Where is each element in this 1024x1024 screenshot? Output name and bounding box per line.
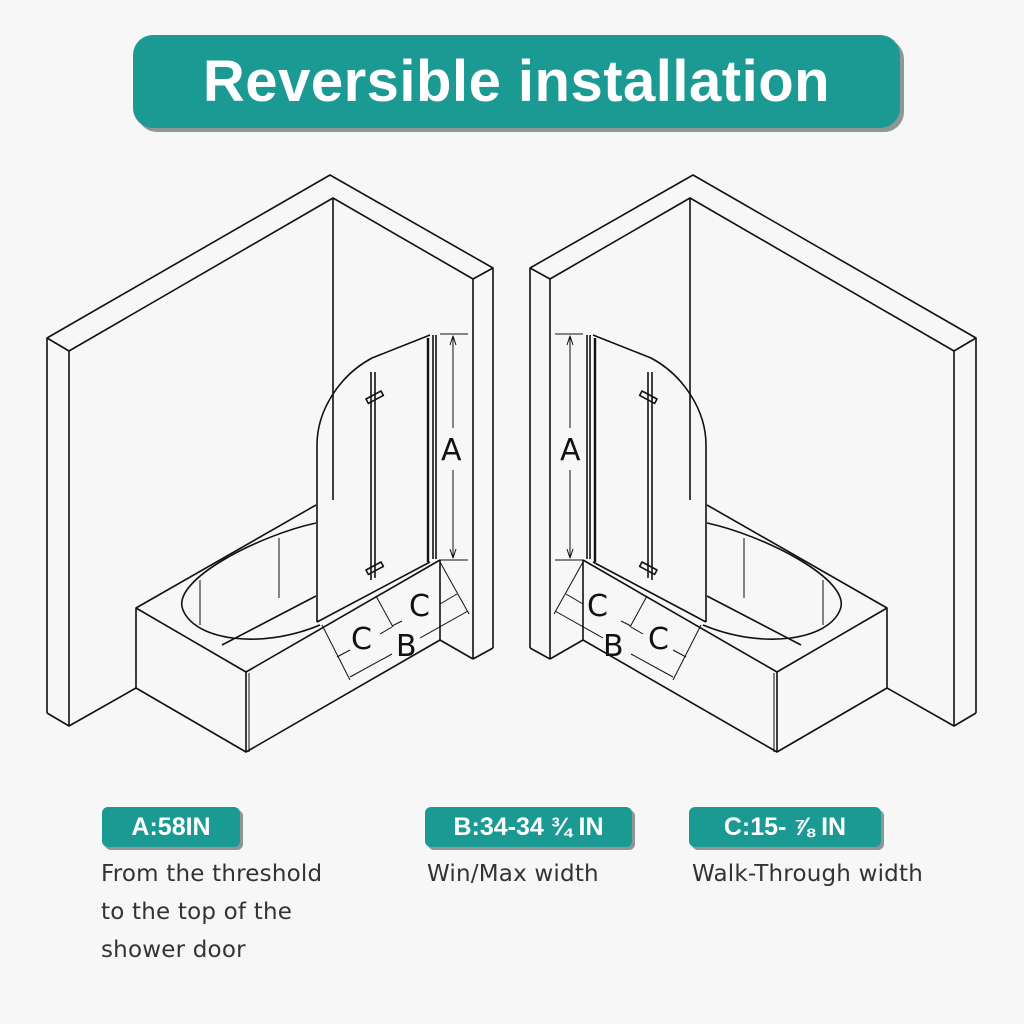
- right-label-c-right: C: [648, 622, 669, 657]
- left-label-c-right: C: [409, 589, 430, 624]
- right-label-b: B: [603, 629, 624, 664]
- right-diagram: [528, 173, 978, 754]
- spec-a-line-3: shower door: [101, 937, 246, 963]
- spec-a-value: A:58IN: [131, 812, 211, 841]
- spec-c-badge: C:15- ⅞ IN: [689, 807, 881, 847]
- spec-a-line-2: to the top of the: [101, 899, 293, 925]
- title-banner: Reversible installation: [133, 35, 900, 128]
- right-label-c-left: C: [587, 589, 608, 624]
- right-label-a: A: [560, 433, 581, 468]
- spec-c-description: Walk-Through width: [692, 855, 923, 893]
- spec-b-value: B:34-34 ¾ IN: [453, 812, 604, 841]
- spec-a-description: From the threshold to the top of the sho…: [101, 855, 322, 969]
- left-diagram: [45, 173, 495, 754]
- spec-b-description: Win/Max width: [427, 855, 599, 893]
- left-label-b: B: [396, 629, 417, 664]
- spec-c-line-1: Walk-Through width: [692, 861, 923, 887]
- spec-b-badge: B:34-34 ¾ IN: [425, 807, 632, 847]
- title-text: Reversible installation: [202, 49, 831, 114]
- spec-c-value: C:15- ⅞ IN: [723, 812, 847, 841]
- left-label-a: A: [441, 433, 462, 468]
- spec-a-badge: A:58IN: [102, 807, 240, 847]
- spec-b-line-1: Win/Max width: [427, 861, 599, 887]
- spec-a-line-1: From the threshold: [101, 861, 323, 887]
- left-label-c-left: C: [351, 622, 372, 657]
